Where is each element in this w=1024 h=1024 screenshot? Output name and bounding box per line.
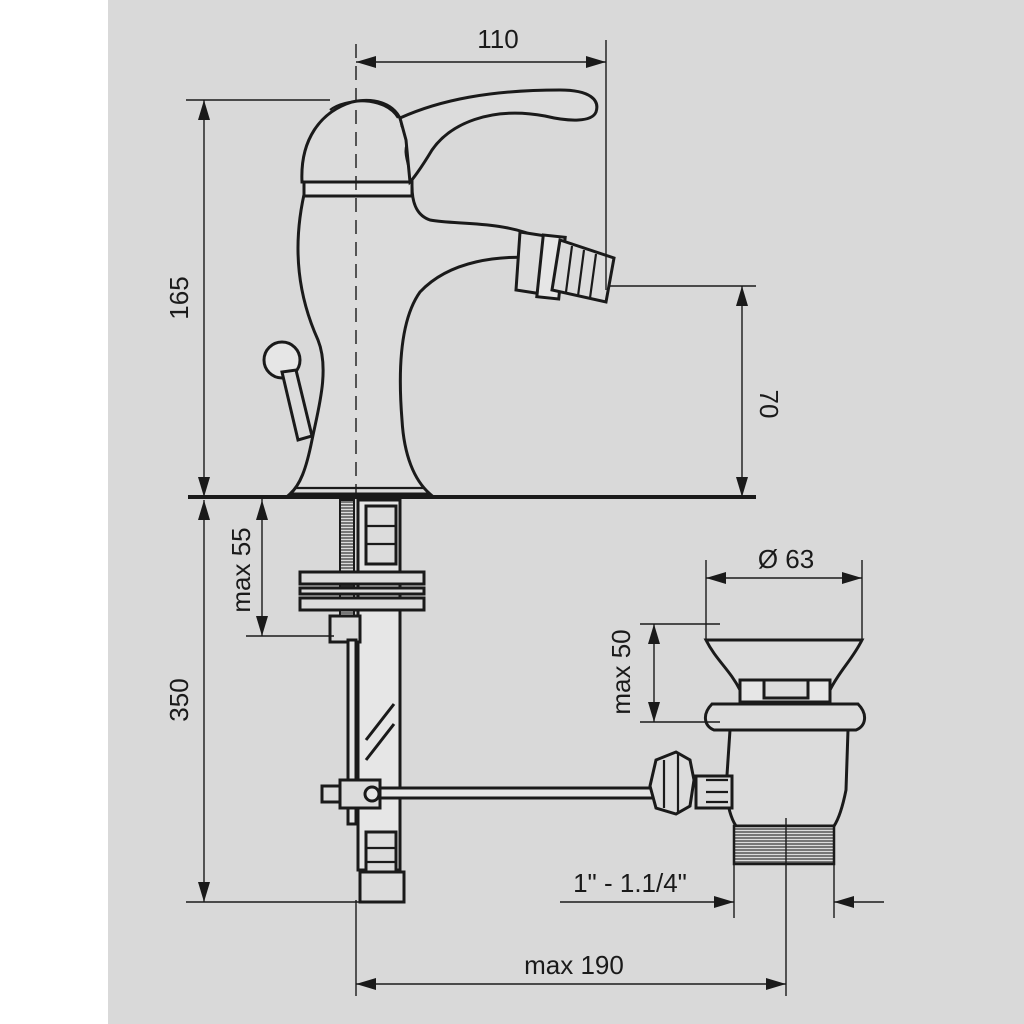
dim-diameter-63: Ø 63: [705, 544, 863, 640]
dim-350: 350: [164, 500, 362, 903]
dim-165: 165: [164, 99, 330, 497]
dim-diameter-63-label: Ø 63: [758, 544, 814, 574]
dim-thread: 1" - 1.1/4": [560, 864, 884, 918]
dim-350-label: 350: [164, 678, 194, 721]
dim-max-55: max 55: [226, 497, 334, 637]
dim-max-55-label: max 55: [226, 527, 256, 612]
dim-70: 70: [608, 285, 784, 497]
dim-max-190: max 190: [355, 900, 786, 996]
pop-up-waste: [648, 638, 866, 996]
dim-70-label: 70: [754, 390, 784, 419]
dim-165-label: 165: [164, 276, 194, 319]
drawing-background: [108, 0, 1024, 1024]
dim-110: 110: [356, 24, 607, 290]
dim-max-190-label: max 190: [524, 950, 624, 980]
spout-outlet: [514, 230, 616, 304]
dim-thread-label: 1" - 1.1/4": [573, 868, 687, 898]
faucet-body: [262, 44, 616, 500]
dim-110-label: 110: [477, 24, 518, 54]
dim-max-50-label: max 50: [606, 629, 636, 714]
dim-max-50: max 50: [606, 623, 720, 723]
popup-knob: [262, 340, 314, 442]
